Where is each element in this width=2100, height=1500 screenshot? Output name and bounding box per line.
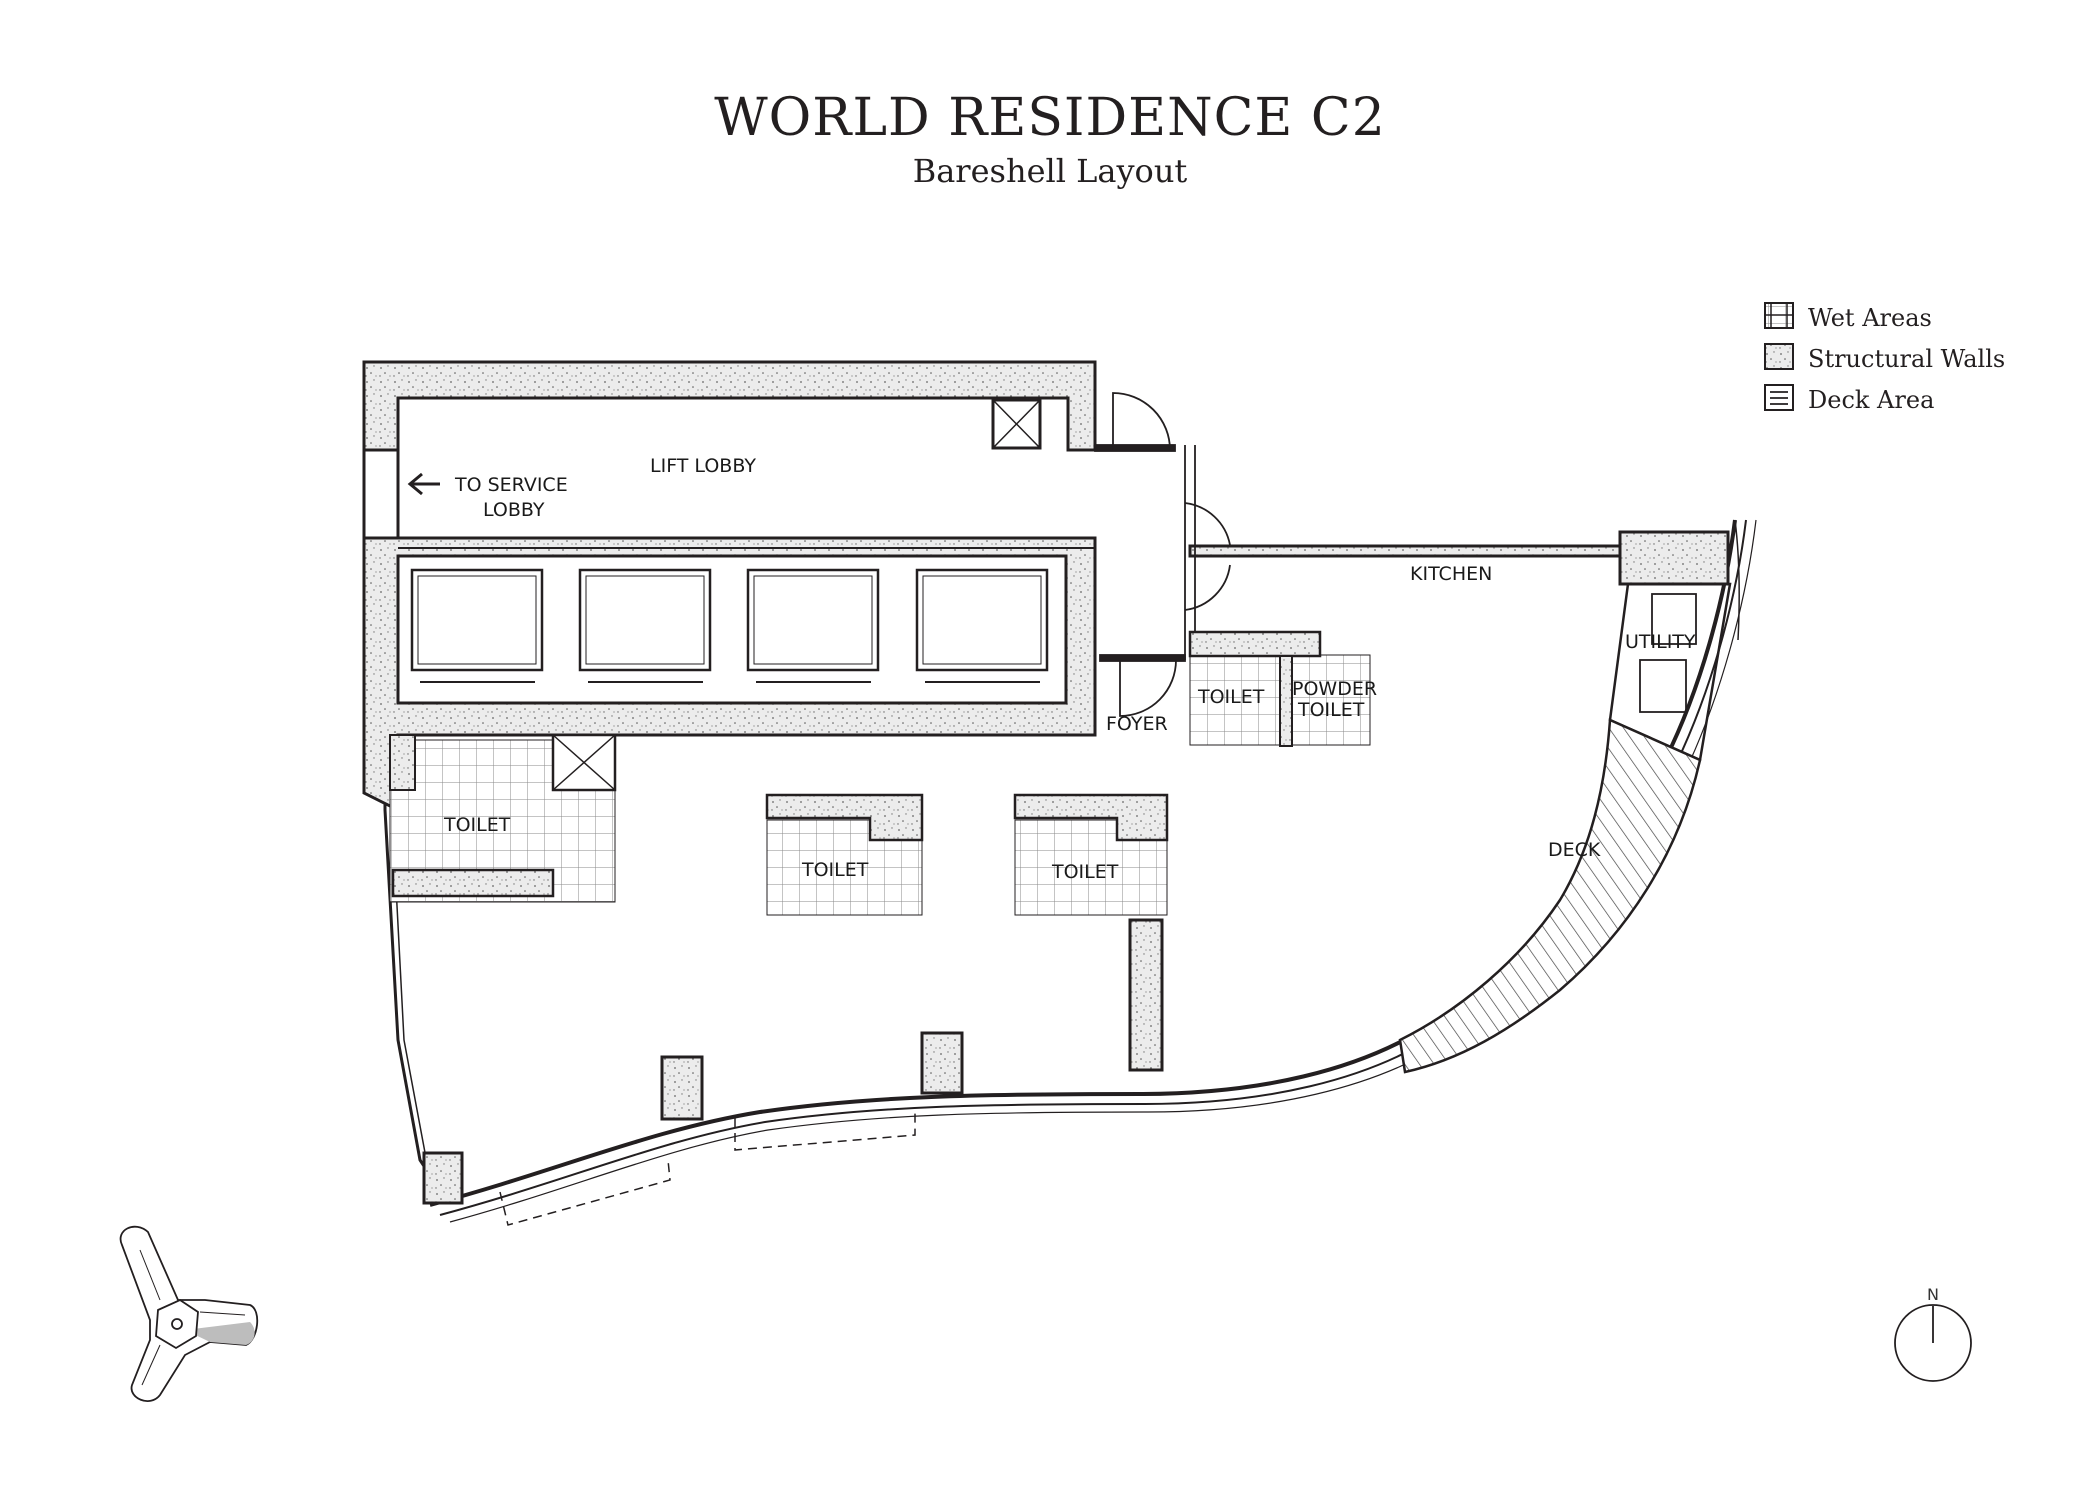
- wet-areas: [389, 630, 1371, 916]
- lift-cars: [398, 547, 1095, 683]
- structural-walls: [362, 360, 1730, 1205]
- label-to-service-lobby: TO SERVICE: [454, 474, 568, 496]
- legend-label-deck-area: Deck Area: [1808, 386, 1934, 414]
- lobby-doors: [1094, 392, 1231, 717]
- legend-item-wet-areas: Wet Areas: [1764, 302, 1932, 332]
- lift-car-3: [746, 568, 880, 683]
- label-utility: UTILITY: [1625, 631, 1696, 653]
- label-deck: DECK: [1548, 839, 1601, 861]
- legend-item-deck-area: Deck Area: [1764, 384, 1934, 414]
- label-toilet-west: TOILET: [443, 814, 511, 836]
- label-to-service-lobby-2: LOBBY: [483, 499, 545, 521]
- label-kitchen: KITCHEN: [1410, 563, 1492, 585]
- lift-car-4: [915, 568, 1049, 683]
- key-plan-icon: [119, 1225, 259, 1402]
- room-labels: LIFT LOBBY TO SERVICE LOBBY KITCHEN UTIL…: [407, 455, 1696, 883]
- label-lift-lobby: LIFT LOBBY: [650, 455, 756, 477]
- structural-walls-swatch: [1764, 343, 1794, 370]
- legend-label-wet-areas: Wet Areas: [1808, 304, 1932, 332]
- north-arrow-icon: N: [1894, 1285, 1972, 1382]
- label-toilet-east: TOILET: [1051, 861, 1119, 883]
- label-toilet-center: TOILET: [801, 859, 869, 881]
- bay-outlines: [499, 1110, 916, 1226]
- legend-item-structural-walls: Structural Walls: [1764, 343, 2005, 373]
- label-foyer: FOYER: [1106, 713, 1168, 735]
- lift-car-2: [578, 568, 712, 683]
- legend-label-structural-walls: Structural Walls: [1808, 345, 2005, 373]
- page-title: WORLD RESIDENCE C2: [714, 88, 1386, 148]
- label-powder-toilet: POWDER: [1292, 678, 1377, 700]
- legend: Wet Areas Structural Walls Deck Area: [1764, 302, 2005, 414]
- label-powder-toilet-2: TOILET: [1297, 699, 1365, 721]
- arrow-left-icon: [407, 472, 440, 496]
- north-label: N: [1927, 1285, 1939, 1304]
- deck-area: [1398, 718, 1702, 1074]
- label-toilet-foyer: TOILET: [1197, 686, 1265, 708]
- page-subtitle: Bareshell Layout: [912, 152, 1188, 190]
- lift-car-1: [410, 568, 544, 683]
